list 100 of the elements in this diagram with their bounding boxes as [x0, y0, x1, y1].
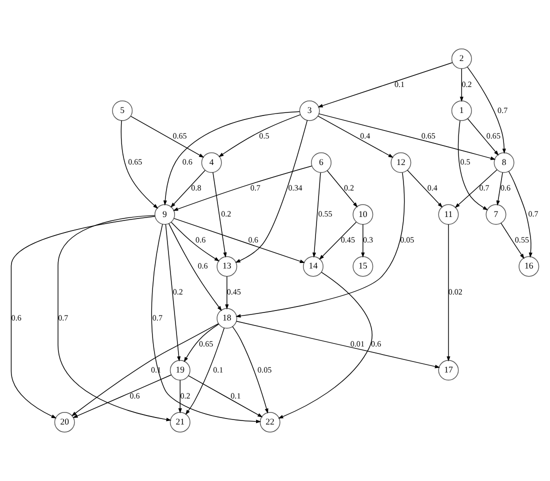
node-circle: 8	[494, 152, 514, 173]
arrow	[458, 120, 488, 210]
node-circle: 17	[438, 360, 459, 381]
edge-label: 0.7	[58, 313, 68, 322]
edge-label: 0.6	[196, 236, 206, 245]
arrow	[318, 113, 496, 160]
edge-label: 0.7	[528, 210, 538, 219]
edge-label: 0.2	[180, 391, 190, 400]
arrow	[407, 170, 443, 208]
arrow	[460, 68, 464, 102]
node-circle: 5	[112, 100, 133, 121]
edge-label: 0.4	[427, 184, 438, 193]
node-circle: 16	[518, 256, 540, 277]
arrow	[318, 116, 394, 158]
edge-label: 0.2	[221, 210, 232, 219]
edge-label: 0.65	[199, 339, 214, 348]
edge-label: 0.7	[479, 184, 490, 193]
arrow	[174, 218, 305, 263]
arrow	[236, 172, 405, 318]
arrow	[278, 272, 372, 419]
edge-label: 0.2	[462, 80, 472, 89]
node-circle: 12	[390, 152, 412, 173]
edge-label: 0.05	[400, 236, 414, 245]
node-circle: 4	[201, 152, 222, 173]
edge-label: 0.55	[514, 236, 529, 245]
node-circle: 1	[451, 100, 472, 121]
arrow	[58, 215, 172, 422]
node-circle: 9	[154, 204, 175, 225]
arrow	[319, 222, 357, 260]
arrow	[188, 375, 263, 418]
arrow	[71, 323, 219, 416]
arrow	[151, 224, 262, 424]
edge-label: 0.7	[250, 184, 260, 193]
edge-label: 0.6	[371, 339, 382, 348]
edge-label: 0.1	[394, 80, 405, 89]
node-circle: 15	[352, 256, 374, 277]
arrow	[10, 216, 156, 418]
node-circle: 14	[302, 256, 324, 277]
node-circle: 21	[170, 412, 190, 432]
edge-label: 0.55	[318, 210, 332, 219]
edge-label: 0.45	[340, 236, 355, 245]
arrow	[235, 120, 308, 263]
edge-label: 0.65	[128, 158, 142, 167]
node-circle: 22	[260, 412, 280, 432]
arrow	[130, 116, 204, 158]
node-circle: 13	[216, 256, 238, 277]
node-circle: 6	[311, 152, 332, 173]
arrow	[508, 171, 532, 258]
arrow	[232, 326, 268, 414]
edge-label: 0.8	[191, 184, 202, 193]
node-circle: 3	[299, 100, 320, 121]
edge-label: 0.5	[259, 132, 270, 141]
edge-label: 0.4	[360, 132, 370, 141]
arrow	[170, 222, 220, 262]
edge-label: 0.05	[258, 365, 272, 374]
arrow	[168, 223, 222, 312]
edge-label: 0.1	[213, 365, 224, 374]
arrow	[496, 172, 503, 206]
arrow	[467, 118, 499, 156]
edge-label: 0.7	[498, 106, 508, 115]
edge-label: 0.34	[288, 184, 302, 193]
arrow	[467, 66, 506, 154]
arrow	[178, 380, 182, 414]
arrow	[172, 166, 312, 211]
edge-label: 0.5	[460, 158, 470, 167]
arrow	[185, 328, 225, 415]
node-circle: 20	[54, 412, 75, 432]
arrow	[184, 324, 220, 362]
arrow	[312, 172, 321, 258]
arrow	[170, 170, 206, 208]
arrow	[500, 222, 524, 259]
edge-label: 0.7	[152, 313, 162, 322]
arrow	[163, 111, 300, 206]
arrow	[218, 114, 301, 158]
edge-label: 0.6	[182, 158, 192, 167]
edge-label: 0.6	[198, 262, 208, 271]
arrow	[326, 170, 358, 208]
node-circle: 7	[486, 204, 506, 225]
arrow	[361, 224, 365, 258]
arrow	[446, 224, 450, 362]
node-circle: 18	[216, 308, 238, 329]
arrow	[120, 120, 158, 209]
edge-label: 0.01	[350, 339, 364, 348]
node-circle: 2	[451, 48, 472, 70]
arrow	[165, 224, 181, 362]
edge-label: 0.6	[11, 313, 22, 322]
edge-label: 0.65	[421, 132, 436, 141]
edge-label: 0.65	[486, 132, 500, 141]
arrow	[225, 276, 229, 310]
arrow	[454, 169, 498, 208]
edge-label: 0.6	[248, 236, 258, 245]
edge-label: 0.6	[130, 391, 140, 400]
arrow	[212, 172, 227, 258]
edge-label: 0.2	[344, 184, 354, 193]
arrow	[72, 374, 172, 418]
node-circle: 10	[352, 204, 374, 225]
edge-label: 0.1	[230, 391, 241, 400]
arrow	[236, 320, 440, 368]
edge-label: 0.2	[172, 287, 183, 296]
edge-label: 0.65	[172, 132, 187, 141]
